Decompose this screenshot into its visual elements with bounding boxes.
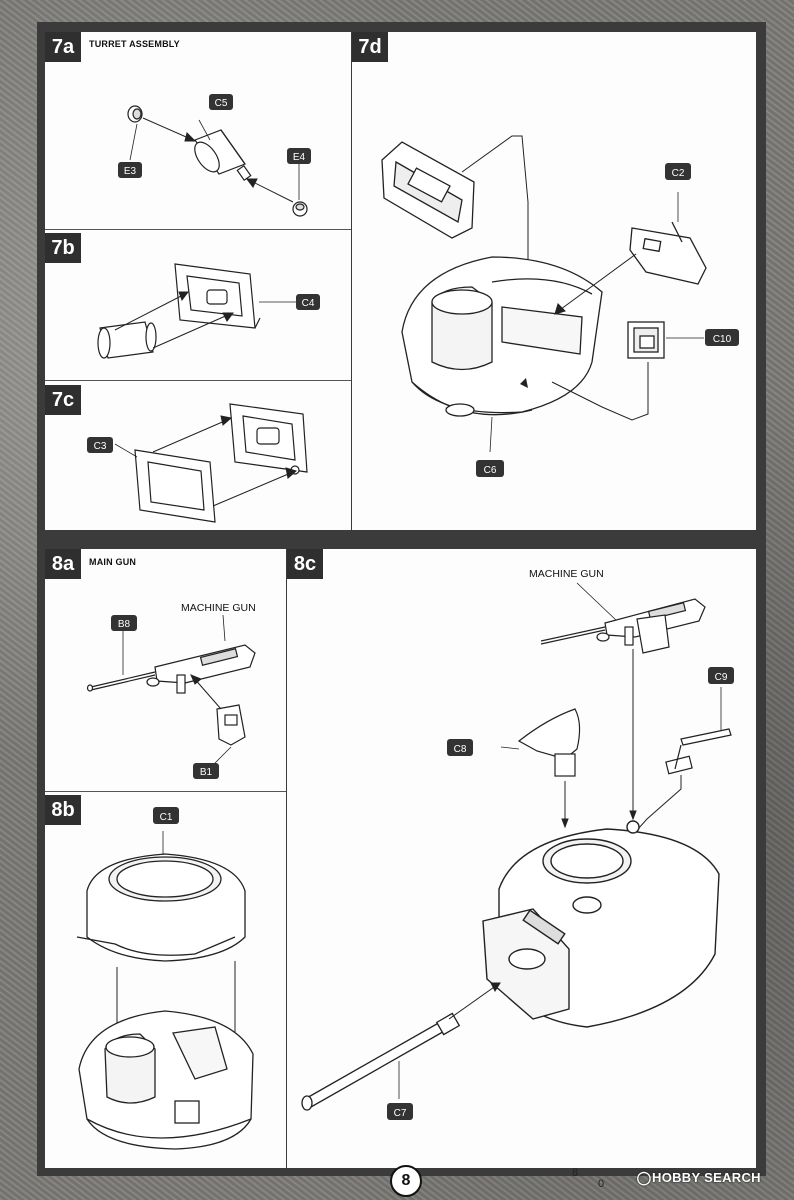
corner-mark-1: 8 [572,1167,579,1179]
part-turret-8b-drawing [78,1010,254,1150]
step-7a-badge: 7a [45,32,81,62]
part-c10-drawing [627,321,665,359]
divider-7b-7c [45,380,351,381]
svg-text:B1: B1 [200,767,213,778]
part-c5-drawing [194,129,252,182]
svg-text:C7: C7 [394,1108,407,1119]
svg-text:C2: C2 [672,168,685,179]
arrow-c2-to-c6 [554,253,637,315]
panel-7abc: 7a TURRET ASSEMBLY 7b 7c [45,32,351,530]
part-c4-cylinder-drawing [97,321,157,359]
svg-text:C9: C9 [715,672,728,683]
arrows-7b [114,291,234,349]
label-b1: B1 [193,763,219,779]
part-c7-drawing [301,1012,461,1111]
svg-text:C1: C1 [160,812,173,823]
step-8a-badge: 8a [45,549,81,579]
corner-mark-2: 0 [598,1178,605,1190]
step-8a-title: MAIN GUN [89,557,137,567]
diagram-8c: MACHINE GUN [301,568,734,1120]
step-7b-badge: 7b [45,233,81,263]
divider-8a-8b [45,791,286,792]
label-c6: C6 [476,460,504,477]
part-c4-assembled-drawing [229,403,308,475]
machine-gun-note-8a: MACHINE GUN [181,602,256,614]
part-machine-gun-8a-drawing [86,644,256,694]
svg-text:B8: B8 [118,619,131,630]
svg-text:E3: E3 [124,166,137,177]
arrow-e4-to-c5 [246,178,294,203]
divider-7a-7b [45,229,351,230]
label-c5: C5 [209,94,233,110]
svg-text:C3: C3 [94,441,107,452]
arrows-7c [152,415,298,507]
part-machine-gun-8c-drawing [540,598,706,654]
label-c4: C4 [296,294,320,310]
label-e4: E4 [287,148,311,164]
part-b1-drawing [216,704,246,746]
panel-8ab: 8a MAIN GUN 8b MACHINE GUN [45,549,286,1168]
part-e4-drawing [292,201,308,217]
svg-text:C10: C10 [713,334,732,345]
label-c1: C1 [153,807,179,824]
part-sight-block-drawing [381,141,475,239]
step-7d-badge: 7d [352,32,388,62]
part-turret-8c-drawing [482,820,720,1028]
svg-text:C8: C8 [454,744,467,755]
diagram-7abc: C5 E3 E4 C4 C3 [87,94,320,523]
step-7c-badge: 7c [45,385,81,415]
svg-text:C5: C5 [215,98,228,109]
arrow-c7-to-turret [448,982,501,1020]
label-c10: C10 [705,329,739,346]
part-c4-drawing [174,263,261,329]
label-b8: B8 [111,615,137,631]
arrow-b1-to-gun [190,674,222,710]
label-c9: C9 [708,667,734,684]
arrow-e3-to-c5 [142,117,197,142]
guide-line-mg-8c [629,649,637,821]
diagram-8ab: MACHINE GUN [76,602,256,1150]
guide-line-c10 [551,362,649,421]
machine-gun-note-8c: MACHINE GUN [529,568,604,580]
panel-8c: 8c MACHINE GUN [287,549,756,1168]
part-c1-drawing [76,853,246,962]
svg-text:E4: E4 [293,152,306,163]
guide-line-sight [461,135,529,312]
part-c3-drawing [134,449,216,523]
label-c2: C2 [665,163,691,180]
panel-7d: 7d [352,32,756,530]
label-c8: C8 [447,739,473,756]
page-number: 8 [390,1165,422,1197]
label-c7: C7 [387,1103,413,1120]
hobby-search-watermark: ◯HOBBY SEARCH [636,1170,761,1186]
svg-text:C6: C6 [484,465,497,476]
guide-arrow-c10 [520,378,528,388]
label-c3: C3 [87,437,113,453]
svg-text:C4: C4 [302,298,315,309]
watermark-text: HOBBY SEARCH [652,1170,761,1185]
part-c6-drawing [401,256,603,417]
label-e3: E3 [118,162,142,178]
hobby-search-logo-icon: ◯ [636,1170,652,1185]
diagram-7d: C2 C10 C6 [381,135,739,477]
step-8b-badge: 8b [45,795,81,825]
part-c2-drawing [629,221,707,285]
step-7a-title: TURRET ASSEMBLY [89,39,180,49]
part-c8-drawing [517,708,581,777]
guide-line-c8 [561,781,569,829]
part-c9-drawing [665,728,732,775]
part-e3-drawing [127,105,143,123]
step-8c-badge: 8c [287,549,323,579]
